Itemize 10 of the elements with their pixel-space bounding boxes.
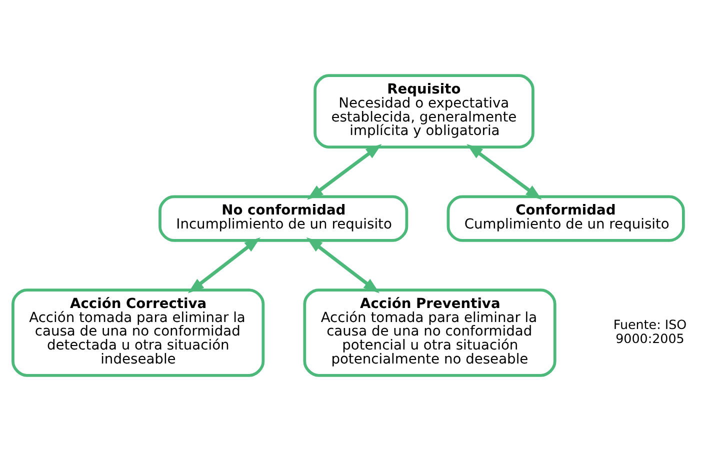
node-box: Acción Preventiva Acción tomada para eliminar la causa de una no conformidad potencial u otra situación potencialmente no deseable <box>303 288 556 377</box>
arrow <box>307 144 382 200</box>
node-box: No conformidad Incumplimiento de un requisito <box>158 195 408 242</box>
node-box: Acción Correctiva Acción tomada para eliminar la causa de una no conformidad detectada u otra situación indeseable <box>12 288 265 377</box>
arrow <box>188 237 261 294</box>
node-box: Requisito Necesidad o expectativa establecida, generalmente implícita y obligatoria <box>314 74 534 149</box>
arrow <box>466 144 542 200</box>
arrow <box>306 237 380 294</box>
node-box: Conformidad Cumplimiento de un requisito <box>446 195 685 242</box>
label: Fuente: ISO 9000:2005 <box>613 317 687 346</box>
